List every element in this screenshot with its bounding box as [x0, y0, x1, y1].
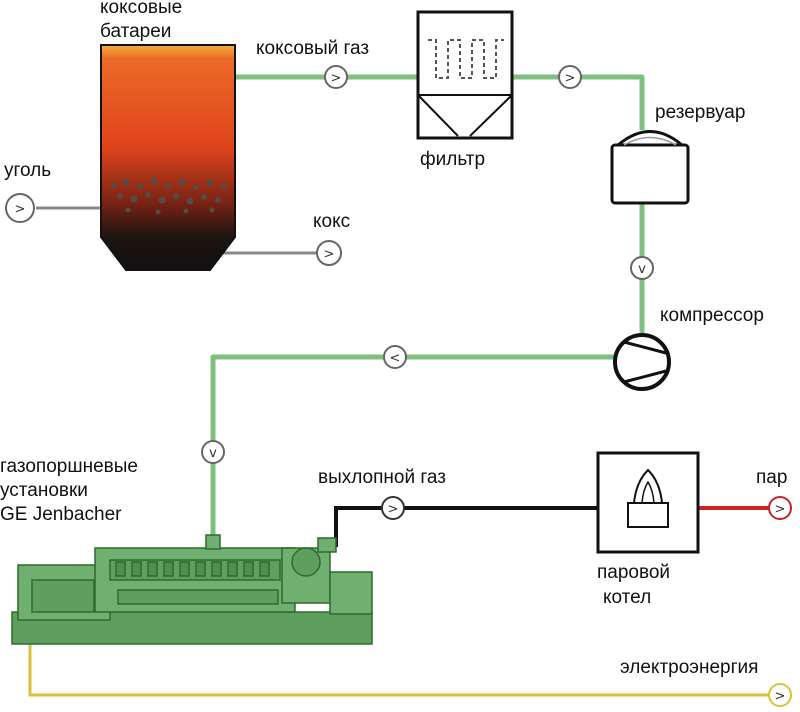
- flame-icon: [632, 468, 664, 504]
- svg-text:>: >: [331, 71, 342, 86]
- svg-text:v: v: [209, 446, 217, 461]
- svg-text:>: >: [775, 689, 786, 704]
- compressor: [613, 333, 671, 391]
- label-coke-gas: коксовый газ: [256, 38, 369, 59]
- cylinder-row: [115, 561, 270, 577]
- gas-pipe-to-reservoir: [512, 74, 645, 130]
- flow-marker-steam: >: [768, 496, 792, 520]
- flow-marker-gas-return: <: [383, 345, 407, 369]
- boiler-burner: [627, 502, 669, 528]
- svg-text:<: <: [390, 351, 401, 366]
- label-coke-batteries-1: коксовые: [100, 0, 182, 18]
- flow-marker-to-reservoir: >: [558, 65, 582, 89]
- reservoir: [610, 130, 690, 205]
- label-gas-engines-1: газопоршневые: [0, 456, 138, 477]
- reservoir-box: [610, 143, 690, 205]
- coke-battery: [100, 44, 236, 271]
- gas-engine-unit: [11, 534, 373, 645]
- svg-text:>: >: [775, 502, 786, 517]
- flow-marker-coke-gas: >: [324, 65, 348, 89]
- label-electricity: электроэнергия: [620, 657, 758, 678]
- label-gas-engines-3: GE Jenbacher: [0, 504, 122, 525]
- label-steam-boiler-1: паровой: [597, 562, 670, 583]
- label-exhaust-gas: выхлопной газ: [318, 467, 446, 488]
- svg-text:>: >: [565, 71, 576, 86]
- label-coke-batteries-2: батареи: [100, 21, 171, 42]
- label-gas-engines-2: установки: [0, 480, 88, 501]
- label-steam-boiler-2: котел: [603, 587, 651, 608]
- label-reservoir: резервуар: [655, 102, 745, 123]
- filter-box: [416, 10, 514, 140]
- exhaust-gas-pipe: [326, 506, 598, 547]
- svg-text:>: >: [324, 247, 335, 262]
- label-steam: пар: [756, 467, 787, 488]
- svg-text:>: >: [388, 502, 399, 517]
- compressor-body: [613, 333, 671, 391]
- reservoir-dome: [613, 130, 687, 147]
- coal-lumps: [111, 177, 227, 215]
- label-compressor: компрессор: [660, 305, 764, 326]
- filter: [416, 10, 514, 140]
- gas-pipe-to-engine: [210, 354, 614, 540]
- exhaust-outlet: [317, 537, 337, 553]
- flow-marker-coke-output: >: [316, 240, 342, 266]
- svg-text:v: v: [638, 262, 646, 277]
- filter-element: [428, 39, 504, 79]
- label-coke: кокс: [313, 211, 350, 232]
- svg-text:>: >: [15, 202, 26, 217]
- label-coal: уголь: [4, 160, 51, 181]
- flow-marker-coal-input: >: [5, 193, 35, 223]
- label-filter: фильтр: [420, 149, 485, 170]
- coke-battery-body: [100, 44, 236, 271]
- flow-marker-exhaust: >: [381, 496, 405, 520]
- flow-marker-to-compressor: v: [630, 256, 654, 280]
- flow-marker-to-engine: v: [201, 440, 225, 464]
- steam-boiler: [596, 451, 700, 554]
- flow-marker-electricity: >: [768, 683, 792, 707]
